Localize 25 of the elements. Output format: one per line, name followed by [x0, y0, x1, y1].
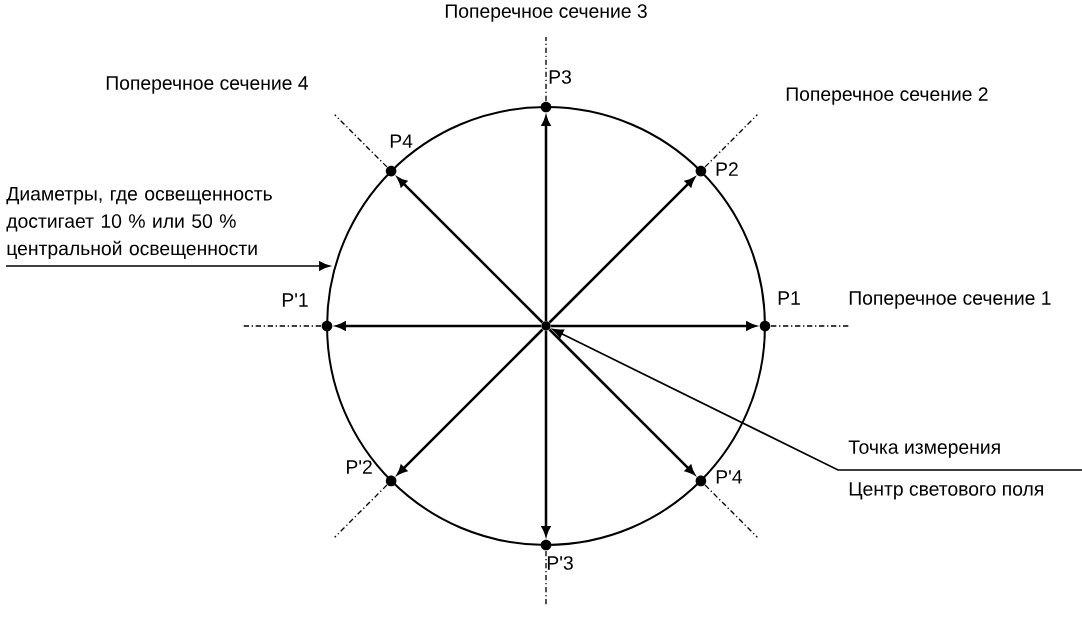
note-text: Диаметры, где освещенность достигает 10 % или 50 % центральной освещенности: [6, 187, 272, 260]
arrow: [397, 177, 544, 324]
arrow: [550, 321, 756, 331]
point-label: P1: [778, 291, 800, 305]
point-label: P'2: [347, 460, 372, 474]
point-label: P4: [390, 134, 413, 148]
point-label: P'1: [282, 293, 308, 307]
section-label: Поперечное сечение 4: [106, 76, 308, 94]
point-label: P2: [716, 162, 738, 176]
note-text: Центр светового поля: [849, 482, 1043, 500]
point-label: P3: [549, 70, 571, 84]
section-label: Поперечное сечение 1: [849, 291, 1051, 309]
arrow: [548, 328, 695, 475]
arrow: [336, 321, 542, 331]
note-text: Точка измерения: [848, 440, 1000, 458]
section-label: Поперечное сечение 2: [786, 87, 988, 105]
section-label: Поперечное сечение 3: [445, 4, 647, 22]
point-label: P'3: [547, 556, 573, 570]
arrow: [548, 177, 695, 324]
point-label: P'4: [716, 470, 742, 484]
arrow: [5, 261, 331, 271]
arrow: [552, 328, 1082, 471]
arrow: [397, 328, 544, 475]
arrow: [541, 116, 551, 322]
arrow: [541, 330, 551, 536]
